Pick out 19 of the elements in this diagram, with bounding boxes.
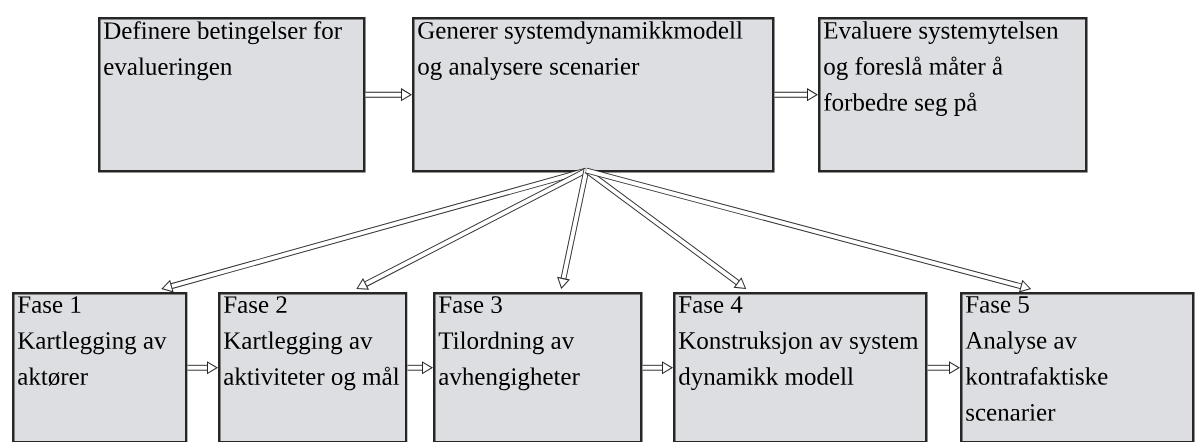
process-box: Fase 5 Analyse av kontrafaktiske scenarier bbox=[960, 292, 1195, 442]
arrow bbox=[585, 167, 1031, 293]
arrow bbox=[187, 361, 218, 374]
process-box: Fase 1 Kartlegging av aktører bbox=[12, 292, 188, 442]
arrow bbox=[365, 88, 412, 101]
arrow bbox=[774, 88, 818, 101]
process-box: Evaluere systemytelsen og foreslå måter å forbedre seg på bbox=[818, 17, 1088, 173]
process-box: Definere betingelser for evalueringen bbox=[98, 17, 366, 173]
arrow bbox=[407, 361, 433, 374]
process-box: Generer systemdynamikkmodell og analysere scenarier bbox=[412, 17, 775, 173]
process-box: Fase 4 Konstruksjon av system dynamikk modell bbox=[673, 292, 928, 442]
arrow bbox=[356, 167, 588, 290]
arrow bbox=[161, 167, 588, 293]
process-box: Fase 2 Kartlegging av aktiviteter og mål bbox=[218, 292, 408, 442]
arrow bbox=[557, 169, 590, 289]
arrow bbox=[927, 361, 960, 374]
process-box: Fase 3 Tilordning av avhengigheter bbox=[433, 292, 643, 442]
arrow bbox=[584, 168, 746, 289]
arrow bbox=[642, 361, 673, 374]
